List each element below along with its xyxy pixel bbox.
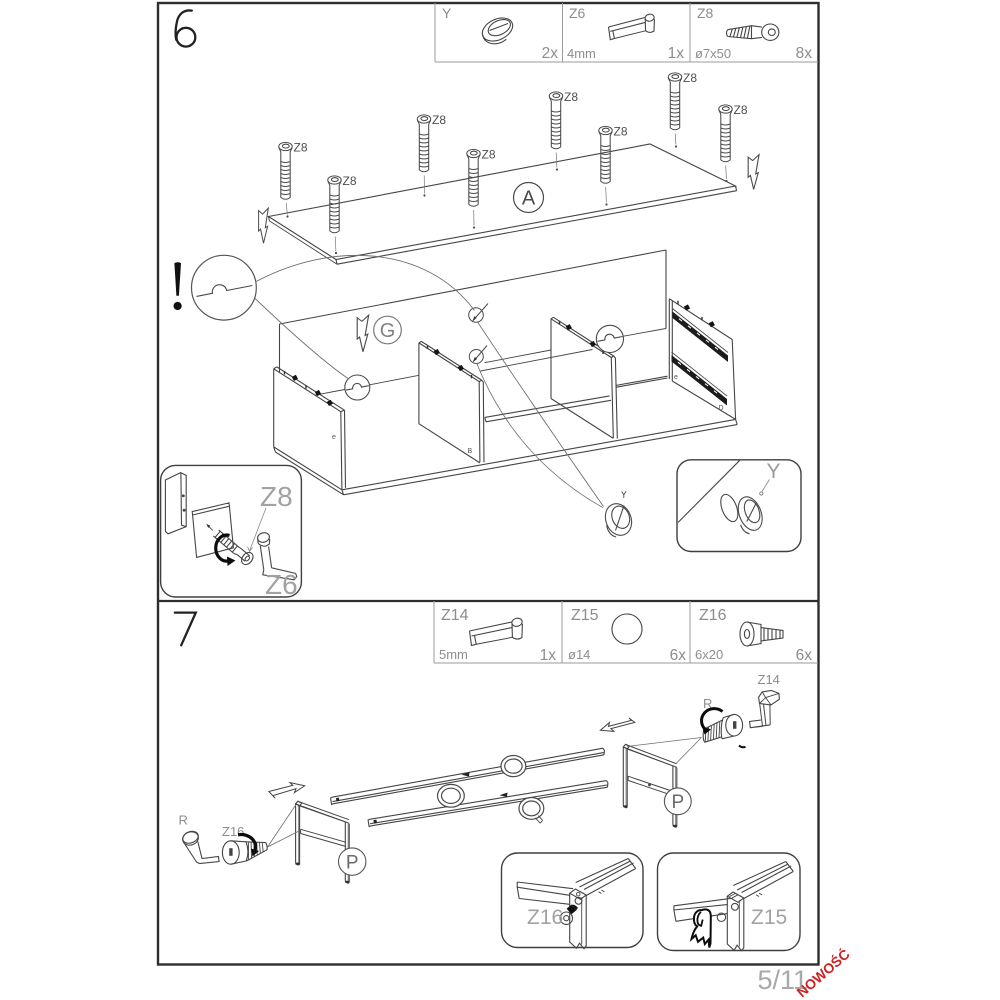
svg-text:Z8: Z8: [734, 103, 748, 117]
svg-text:Z8: Z8: [482, 148, 496, 162]
svg-text:6x20: 6x20: [695, 647, 723, 662]
svg-text:ø7x50: ø7x50: [695, 46, 731, 61]
svg-text:Z15: Z15: [571, 607, 599, 624]
svg-text:A: A: [522, 188, 536, 210]
svg-text:6x: 6x: [796, 647, 813, 664]
svg-text:Z8: Z8: [260, 481, 293, 512]
svg-text:P: P: [346, 852, 359, 873]
svg-text:Z8: Z8: [432, 113, 446, 127]
svg-text:R: R: [703, 696, 712, 711]
svg-text:5/11: 5/11: [757, 965, 808, 995]
svg-text:Z8: Z8: [697, 5, 714, 21]
svg-text:e: e: [332, 434, 336, 441]
svg-text:Y: Y: [767, 460, 781, 483]
svg-text:D: D: [719, 405, 724, 412]
svg-text:ø14: ø14: [568, 647, 590, 662]
svg-text:Z16: Z16: [222, 824, 244, 839]
svg-text:1x: 1x: [668, 45, 685, 62]
svg-text:Z16: Z16: [527, 906, 563, 929]
svg-text:2x: 2x: [542, 45, 559, 62]
svg-text:B: B: [468, 448, 473, 455]
svg-text:Z8: Z8: [614, 125, 628, 139]
svg-text:Z8: Z8: [683, 71, 697, 85]
svg-text:5mm: 5mm: [439, 647, 468, 662]
svg-text:Y: Y: [442, 5, 452, 21]
svg-text:Z14: Z14: [441, 607, 469, 624]
svg-text:Z15: Z15: [751, 906, 787, 929]
svg-text:6x: 6x: [670, 647, 687, 664]
svg-text:Z16: Z16: [699, 607, 727, 624]
svg-text:Z8: Z8: [294, 141, 308, 155]
svg-text:P: P: [671, 792, 684, 813]
svg-text:Z6: Z6: [569, 5, 586, 21]
svg-text:Z6: Z6: [265, 569, 298, 600]
svg-text:Z14: Z14: [758, 672, 780, 687]
svg-text:R: R: [179, 813, 188, 828]
svg-text:G: G: [380, 320, 396, 342]
svg-text:4mm: 4mm: [567, 46, 596, 61]
svg-text:8x: 8x: [796, 45, 813, 62]
svg-text:e: e: [674, 374, 678, 381]
svg-text:1x: 1x: [540, 647, 557, 664]
svg-text:Z8: Z8: [343, 174, 357, 188]
svg-text:Z8: Z8: [564, 90, 578, 104]
